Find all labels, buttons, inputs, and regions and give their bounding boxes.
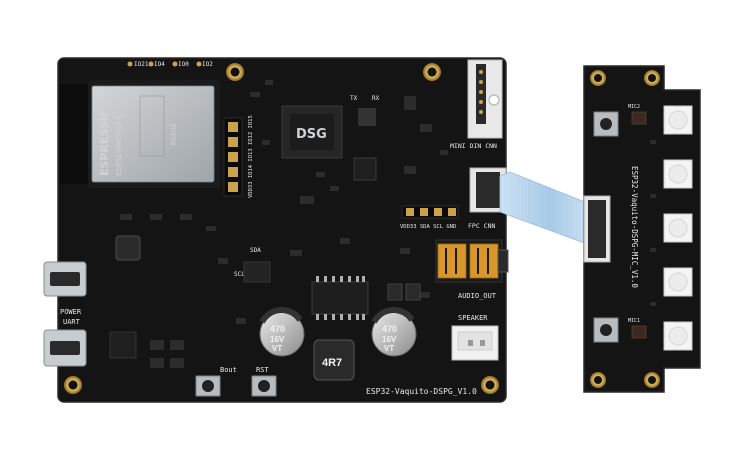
- rgb-led-5: [663, 321, 693, 351]
- mic-mounting-hole: [644, 372, 660, 388]
- svg-text:DSG: DSG: [296, 127, 327, 142]
- microphone-1: [631, 111, 647, 125]
- reset-label: RST: [256, 366, 269, 374]
- mic-mounting-hole: [644, 70, 660, 86]
- boot-label: Bout: [220, 366, 237, 374]
- codec-chip: [243, 261, 271, 283]
- esp32-module: ESPRESSIF ESP32-WROVER-E X8X02: [60, 80, 220, 188]
- gpio-label-io21: IO21: [134, 61, 149, 68]
- capacitor-1-series: VT: [272, 344, 282, 353]
- module-marking: X8X02: [170, 123, 178, 146]
- main-board-name: ESP32-Vaquito-DSPG_V1.0: [366, 387, 477, 396]
- speaker-connector: [451, 325, 499, 361]
- fpc-connector-mic: [583, 195, 611, 263]
- power-inductor: [115, 235, 141, 261]
- amplifier-chip: [311, 276, 369, 320]
- mini-din-label: MINI DIN CNN: [450, 142, 497, 150]
- mic1-label: MIC1: [628, 318, 640, 324]
- rgb-led-3: [663, 213, 693, 243]
- gpio-label-io4: IO4: [154, 61, 165, 68]
- mounting-hole: [423, 63, 441, 81]
- output-inductor: 4R7: [313, 339, 355, 381]
- rgb-led-4: [663, 267, 693, 297]
- microphone-2: [631, 325, 647, 339]
- speaker-label: SPEAKER: [458, 314, 488, 322]
- boot-button[interactable]: [195, 375, 221, 397]
- gpio-label-io2: IO2: [202, 61, 213, 68]
- power-uart-label: POWER: [60, 308, 82, 316]
- i2c-header: [401, 205, 459, 219]
- capacitor-1: 470 16V VT: [259, 307, 305, 357]
- mic-board-name: ESP32-Vaquito-DSPG-MIC_V1.0: [630, 166, 639, 288]
- rgb-led-1: [663, 105, 693, 135]
- header-label: VDD33 IO14 IO13 IO12 IO15: [248, 115, 254, 198]
- gpio-labels: IO21 IO4 IO0 IO2: [127, 61, 213, 68]
- mic-button-2[interactable]: [593, 317, 619, 343]
- mounting-hole: [64, 376, 82, 394]
- fpc-label: FPC CNN: [468, 222, 495, 230]
- pin-header: VDD33 IO14 IO13 IO12 IO15: [223, 115, 254, 198]
- mic-board-pcb: [583, 65, 701, 393]
- capacitor-2-value: 470: [382, 324, 397, 334]
- mic-mounting-hole: [590, 372, 606, 388]
- uart-chip: [109, 331, 137, 359]
- capacitor-2: 470 16V VT: [371, 307, 417, 357]
- module-model: ESP32-WROVER-E: [115, 114, 123, 176]
- module-shield: [91, 85, 215, 183]
- capacitor-1-value: 470: [270, 324, 285, 334]
- power-uart-label-2: UART: [63, 318, 81, 326]
- audio-out-label: AUDIO_OUT: [458, 292, 497, 300]
- inductor-label: 4R7: [322, 357, 342, 369]
- module-brand: ESPRESSIF: [98, 110, 111, 176]
- capacitor-2-voltage: 16V: [382, 335, 397, 344]
- audio-jack: [435, 239, 509, 283]
- capacitor-2-series: VT: [384, 344, 394, 353]
- capacitor-1-voltage: 16V: [270, 335, 285, 344]
- mic-button-1[interactable]: [593, 111, 619, 137]
- usb-uart-connector: [43, 329, 87, 367]
- gpio-label-io0: IO0: [178, 61, 189, 68]
- mic-mounting-hole: [590, 70, 606, 86]
- smd-components: [120, 80, 448, 368]
- sda-label: SDA: [250, 247, 261, 254]
- scl-label: SCL: [234, 271, 245, 278]
- mini-din-connector: [467, 59, 503, 139]
- dspg-chip: DSG TX RX: [281, 95, 380, 181]
- uart-label-tx: TX: [350, 95, 358, 102]
- uart-label-rx: RX: [372, 95, 380, 102]
- fpc-connector-main: [469, 167, 507, 213]
- usb-power-connector: [43, 261, 87, 297]
- mounting-hole: [481, 376, 499, 394]
- i2c-label: VDD33 SDA SCL GND: [400, 224, 456, 230]
- mounting-hole: [226, 63, 244, 81]
- reset-button[interactable]: [251, 375, 277, 397]
- mic2-label: MIC2: [628, 104, 640, 110]
- rgb-led-2: [663, 159, 693, 189]
- main-board: ESPRESSIF ESP32-WROVER-E X8X02 IO21 IO4 …: [43, 57, 509, 403]
- mic-board: MIC2 MIC1: [583, 65, 701, 393]
